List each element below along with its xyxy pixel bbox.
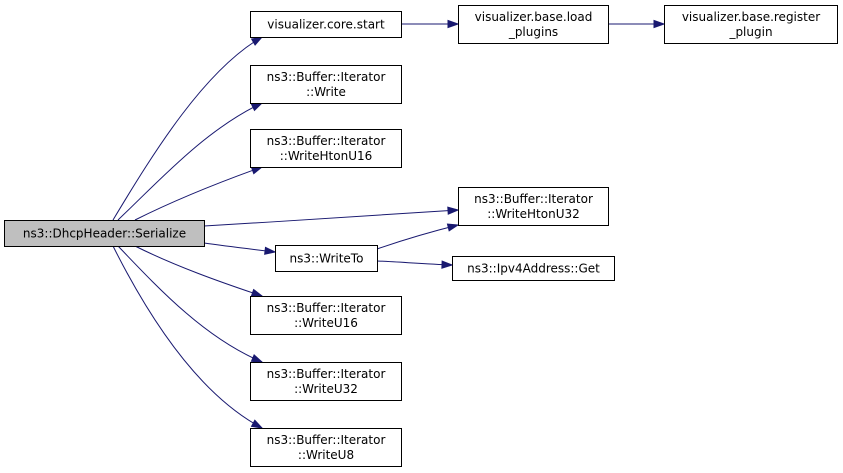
arrowhead-icon: [441, 260, 454, 269]
arrowhead-icon: [250, 288, 264, 297]
node-label: ns3::Buffer::Iterator: [474, 192, 593, 206]
node-label: ns3::DhcpHeader::Serialize: [23, 227, 186, 241]
node-label: ::WriteU8: [298, 448, 354, 462]
node-box[interactable]: [250, 11, 402, 38]
edge-write_to-to-ipv4_get: [376, 260, 454, 269]
edge-line: [112, 36, 263, 221]
node-box[interactable]: [4, 220, 205, 247]
node-label: visualizer.base.load: [475, 10, 593, 24]
node-box[interactable]: [458, 5, 609, 44]
node-core-start[interactable]: visualizer.core.start: [250, 11, 402, 38]
node-label: ::WriteU32: [294, 382, 358, 396]
node-label: ns3::Buffer::Iterator: [267, 134, 386, 148]
edge-line: [117, 102, 263, 221]
arrowhead-icon: [250, 102, 264, 112]
node-label: visualizer.core.start: [267, 18, 385, 32]
node-write-u32[interactable]: ns3::Buffer::Iterator::WriteU32: [250, 362, 402, 401]
edge-line: [203, 209, 459, 227]
node-label: ::WriteU16: [294, 316, 358, 330]
edge-line: [376, 260, 453, 266]
edge-line: [112, 245, 263, 429]
edge-root-to-write_u32: [117, 245, 264, 363]
arrowhead-icon: [250, 419, 264, 429]
node-write-u16[interactable]: ns3::Buffer::Iterator::WriteU16: [250, 296, 402, 335]
edge-root-to-write_hton16: [134, 166, 264, 221]
node-box[interactable]: [250, 65, 402, 104]
node-label: ::Write: [306, 85, 346, 99]
edge-line: [203, 242, 276, 253]
node-box[interactable]: [250, 428, 402, 467]
node-label: _plugin: [728, 25, 772, 39]
arrowhead-icon: [447, 19, 460, 29]
node-base-register[interactable]: visualizer.base.register_plugin: [664, 5, 838, 44]
node-box[interactable]: [275, 245, 378, 272]
edge-root-to-core_start: [112, 36, 264, 221]
node-box[interactable]: [664, 5, 838, 44]
edge-line: [117, 245, 263, 363]
node-label: ::WriteHtonU16: [280, 149, 373, 163]
arrowhead-icon: [447, 206, 460, 215]
node-box[interactable]: [250, 296, 402, 335]
edge-line: [376, 224, 459, 250]
node-label: ns3::Buffer::Iterator: [267, 70, 386, 84]
arrowhead-icon: [264, 246, 277, 255]
edge-core_start-to-base_load: [401, 19, 460, 29]
call-graph-nodes: ns3::DhcpHeader::Serialize visualizer.cor…: [4, 5, 838, 467]
node-box[interactable]: [250, 362, 402, 401]
edge-line: [134, 245, 263, 297]
edge-root-to-write_hton32: [203, 206, 460, 227]
node-box[interactable]: [250, 129, 402, 168]
node-label: visualizer.base.register: [682, 10, 820, 24]
node-write-hton16[interactable]: ns3::Buffer::Iterator::WriteHtonU16: [250, 129, 402, 168]
node-label: ns3::Buffer::Iterator: [267, 433, 386, 447]
edge-root-to-write_u8: [112, 245, 264, 429]
node-box[interactable]: [452, 256, 615, 281]
arrowhead-icon: [250, 354, 264, 363]
arrowhead-icon: [446, 223, 460, 232]
edge-root-to-write: [117, 102, 264, 221]
node-label: ns3::Ipv4Address::Get: [467, 262, 600, 276]
node-write[interactable]: ns3::Buffer::Iterator::Write: [250, 65, 402, 104]
node-label: ns3::Buffer::Iterator: [267, 301, 386, 315]
node-write-u8[interactable]: ns3::Buffer::Iterator::WriteU8: [250, 428, 402, 467]
edge-base_load-to-base_register: [608, 19, 666, 29]
node-label: ns3::Buffer::Iterator: [267, 367, 386, 381]
edge-write_to-to-write_hton32: [376, 223, 460, 250]
node-label: ns3::WriteTo: [290, 252, 364, 266]
edge-root-to-write_u16: [134, 245, 264, 297]
node-root[interactable]: ns3::DhcpHeader::Serialize: [4, 220, 205, 247]
node-label: _plugins: [508, 25, 558, 39]
edge-line: [134, 166, 263, 221]
arrowhead-icon: [653, 19, 666, 29]
node-write-to[interactable]: ns3::WriteTo: [275, 245, 378, 272]
node-box[interactable]: [458, 187, 609, 226]
node-write-hton32[interactable]: ns3::Buffer::Iterator::WriteHtonU32: [458, 187, 609, 226]
node-ipv4-get[interactable]: ns3::Ipv4Address::Get: [452, 256, 615, 281]
node-label: ::WriteHtonU32: [487, 207, 580, 221]
arrowhead-icon: [250, 36, 264, 46]
node-base-load[interactable]: visualizer.base.load_plugins: [458, 5, 609, 44]
edge-root-to-write_to: [203, 242, 277, 255]
